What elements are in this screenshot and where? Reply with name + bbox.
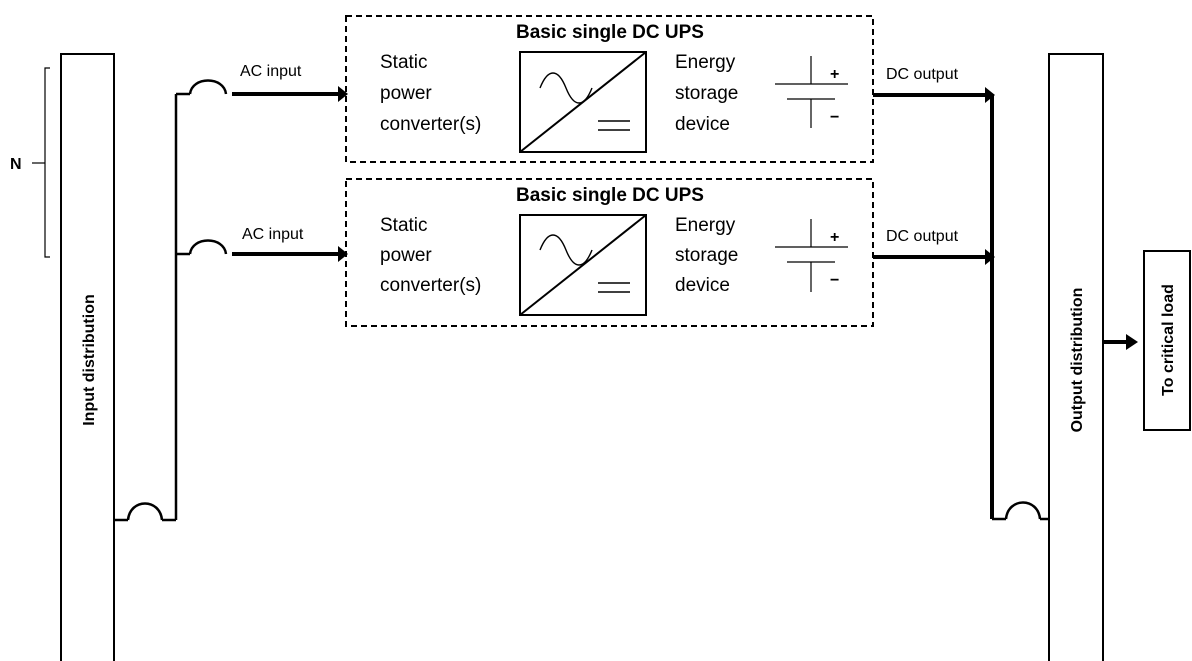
battery-1-icon [775, 56, 848, 128]
output-breaker-icon [1004, 501, 1042, 520]
ups-box-2 [345, 178, 874, 327]
storage-line-2-3: device [675, 275, 730, 296]
converter-line-2-2: power [380, 245, 432, 266]
input-distribution-label: Input distribution [81, 294, 98, 426]
critical-load-label: To critical load [1160, 284, 1177, 396]
storage-line-2-2: storage [675, 245, 738, 266]
dc-output-label-2: DC output [886, 228, 959, 245]
battery-minus-1: − [830, 109, 839, 126]
input-breaker-icon [126, 502, 164, 521]
converter-line-1-2: power [380, 83, 432, 104]
battery-minus-2: − [830, 272, 839, 289]
ac-input-label-2: AC input [242, 226, 304, 243]
storage-line-1-2: storage [675, 83, 738, 104]
critical-load-box [1143, 250, 1191, 431]
ups-title-1: Basic single DC UPS [516, 22, 704, 43]
ups-box-1 [345, 15, 874, 163]
output-distribution-label: Output distribution [1069, 288, 1086, 433]
output-feed [990, 95, 1049, 521]
battery-2-icon [775, 219, 848, 292]
converter-line-1-1: Static [380, 52, 428, 73]
converter-line-2-1: Static [380, 215, 428, 236]
critical-load-arrow [1126, 334, 1138, 350]
ups-unit-1: AC input Basic single DC UPS Static powe… [188, 15, 995, 163]
converter-line-1-3: converter(s) [380, 114, 481, 135]
n-bracket: N [10, 67, 50, 258]
input-distribution-bar: Input distribution [60, 53, 115, 661]
battery-plus-1: + [830, 66, 839, 83]
ac-breaker-2-icon [188, 239, 228, 255]
ac-input-arrow-2 [338, 246, 348, 262]
dc-output-label-1: DC output [886, 66, 959, 83]
ups-unit-2: AC input Basic single DC UPS Static powe… [188, 178, 995, 327]
input-feed [114, 92, 190, 522]
ac-breaker-1-icon [188, 79, 228, 95]
ups-title-2: Basic single DC UPS [516, 185, 704, 206]
output-distribution-bar: Output distribution [1048, 53, 1104, 661]
critical-load-feed: To critical load [1103, 250, 1191, 431]
ac-dc-converter-2-icon [519, 214, 647, 316]
battery-plus-2: + [830, 229, 839, 246]
storage-line-1-3: device [675, 114, 730, 135]
n-bracket-label: N [10, 156, 22, 173]
ac-dc-converter-1-icon [519, 51, 647, 153]
converter-line-2-3: converter(s) [380, 275, 481, 296]
ac-input-arrow-1 [338, 86, 348, 102]
storage-line-2-1: Energy [675, 215, 736, 236]
storage-line-1-1: Energy [675, 52, 736, 73]
ac-input-label-1: AC input [240, 63, 302, 80]
